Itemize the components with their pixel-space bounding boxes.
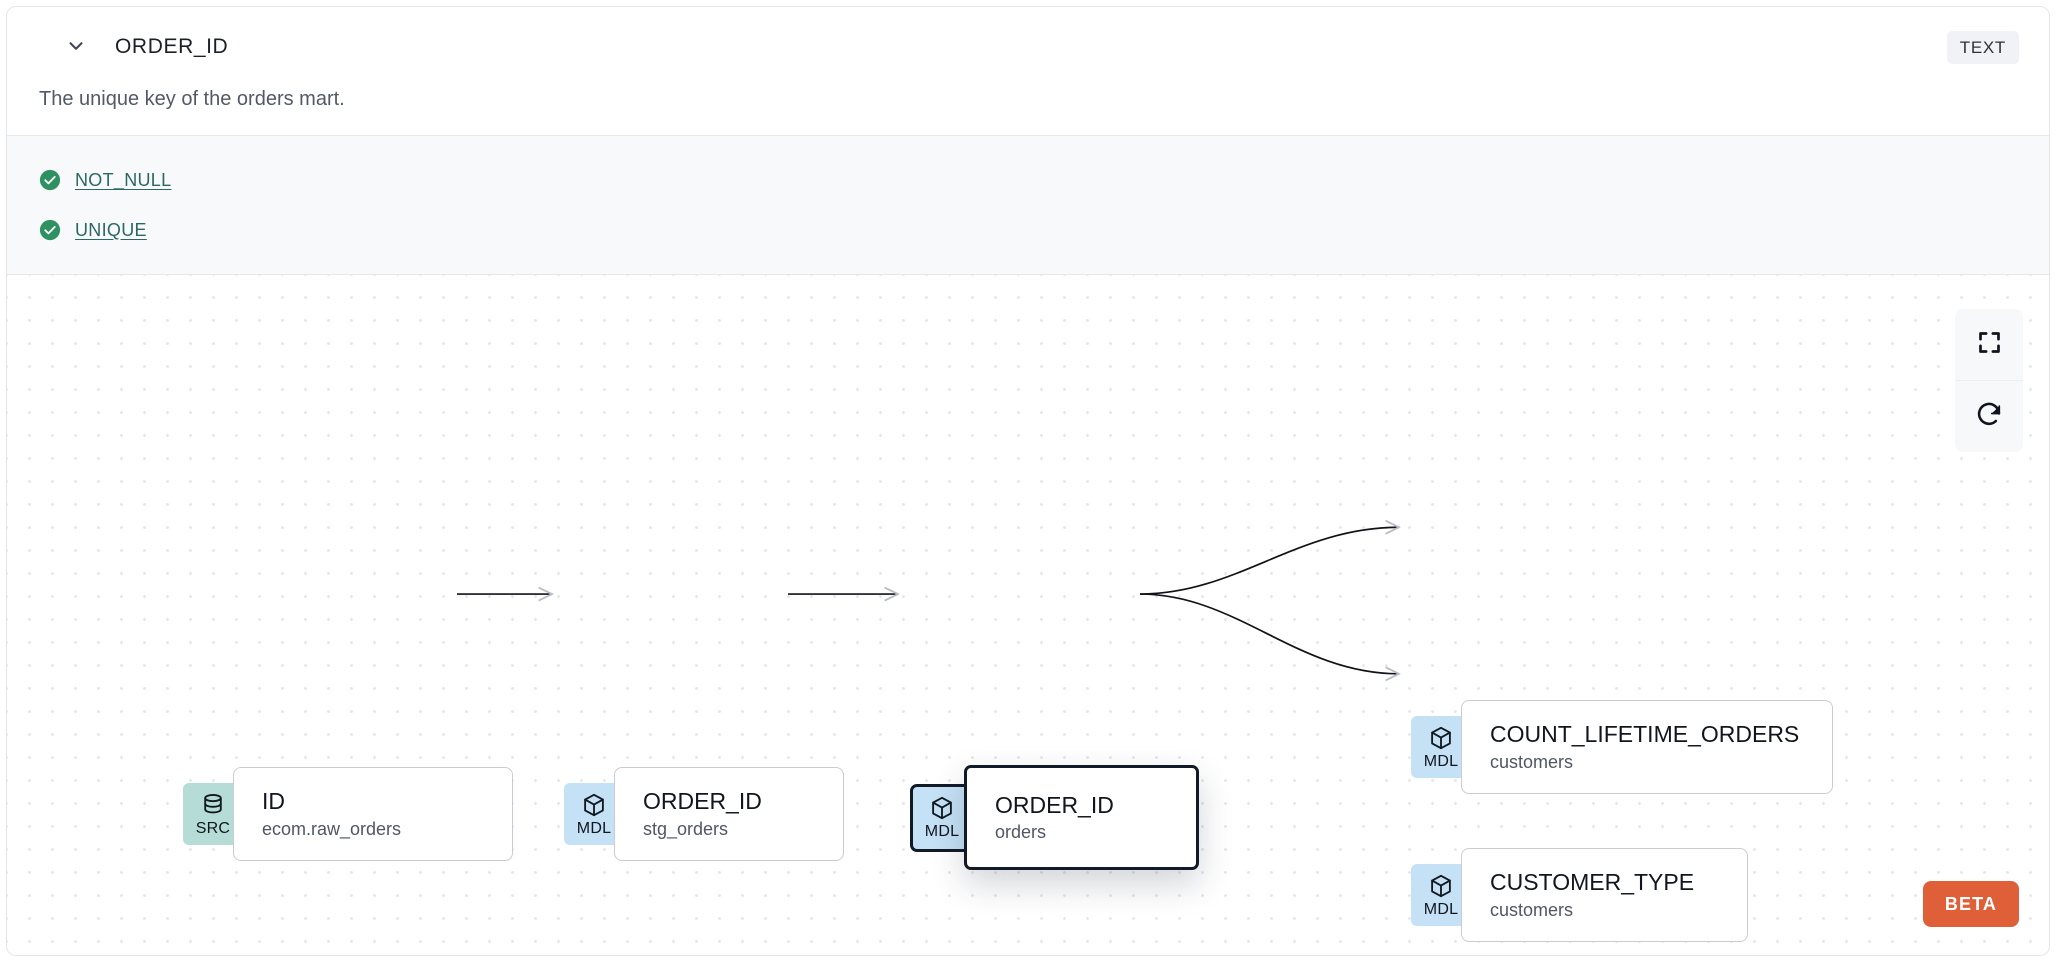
tests-section: NOT_NULL UNIQUE <box>7 135 2049 275</box>
lineage-node-stg-order-id[interactable]: MDL ORDER_ID stg_orders <box>564 767 844 861</box>
node-badge-label: SRC <box>195 819 231 837</box>
fullscreen-icon <box>1976 329 2003 361</box>
node-badge-label: MDL <box>1423 900 1459 918</box>
node-body: CUSTOMER_TYPE customers <box>1461 848 1748 942</box>
check-circle-icon <box>39 219 61 241</box>
node-badge-label: MDL <box>1423 752 1459 770</box>
edge-orders-to-customer-type <box>1139 593 1399 674</box>
node-subtitle: stg_orders <box>643 818 729 839</box>
beta-badge[interactable]: BETA <box>1922 881 2019 927</box>
database-icon <box>200 792 226 818</box>
test-link-unique[interactable]: UNIQUE <box>75 219 147 240</box>
column-type-badge: TEXT <box>1946 31 2019 64</box>
node-badge-label: MDL <box>576 819 612 837</box>
node-badge-label: MDL <box>924 823 960 840</box>
column-detail-card: ORDER_ID TEXT The unique key of the orde… <box>6 6 2050 956</box>
cube-icon <box>1428 725 1454 751</box>
check-circle-icon <box>39 169 61 191</box>
node-name: ORDER_ID <box>643 788 762 815</box>
chevron-down-icon[interactable] <box>63 33 89 59</box>
node-name: CUSTOMER_TYPE <box>1490 869 1695 896</box>
lineage-node-orders-order-id[interactable]: MDL ORDER_ID orders <box>910 765 1199 870</box>
node-name: ORDER_ID <box>995 791 1114 818</box>
test-row: UNIQUE <box>39 208 2017 252</box>
cube-icon <box>1428 873 1454 899</box>
lineage-canvas[interactable]: SRC ID ecom.raw_orders <box>7 275 2049 955</box>
node-body: ORDER_ID orders <box>964 765 1199 870</box>
refresh-button[interactable] <box>1955 380 2023 452</box>
node-body: ORDER_ID stg_orders <box>614 767 844 861</box>
node-subtitle: customers <box>1490 899 1574 920</box>
test-row: NOT_NULL <box>39 158 2017 202</box>
lineage-node-src-id[interactable]: SRC ID ecom.raw_orders <box>183 767 513 861</box>
node-body: COUNT_LIFETIME_ORDERS customers <box>1461 700 1833 794</box>
node-name: COUNT_LIFETIME_ORDERS <box>1490 721 1800 748</box>
lineage-node-customer-type[interactable]: MDL CUSTOMER_TYPE customers <box>1411 848 1748 942</box>
node-subtitle: orders <box>995 822 1047 843</box>
card-header: ORDER_ID TEXT The unique key of the orde… <box>7 7 2049 135</box>
column-description: The unique key of the orders mart. <box>39 88 345 110</box>
cube-icon <box>581 792 607 818</box>
node-body: ID ecom.raw_orders <box>233 767 513 861</box>
fullscreen-button[interactable] <box>1955 309 2023 380</box>
edge-orders-to-count-lifetime-orders <box>1139 527 1399 595</box>
page-title: ORDER_ID <box>115 34 229 58</box>
node-subtitle: ecom.raw_orders <box>262 818 402 839</box>
title-row: ORDER_ID <box>39 31 2017 61</box>
node-subtitle: customers <box>1490 751 1574 772</box>
test-link-not-null[interactable]: NOT_NULL <box>75 169 172 190</box>
canvas-controls <box>1955 309 2023 452</box>
refresh-icon <box>1975 400 2003 433</box>
cube-icon <box>929 795 955 821</box>
node-name: ID <box>262 788 285 815</box>
lineage-node-count-lifetime-orders[interactable]: MDL COUNT_LIFETIME_ORDERS customers <box>1411 700 1833 794</box>
